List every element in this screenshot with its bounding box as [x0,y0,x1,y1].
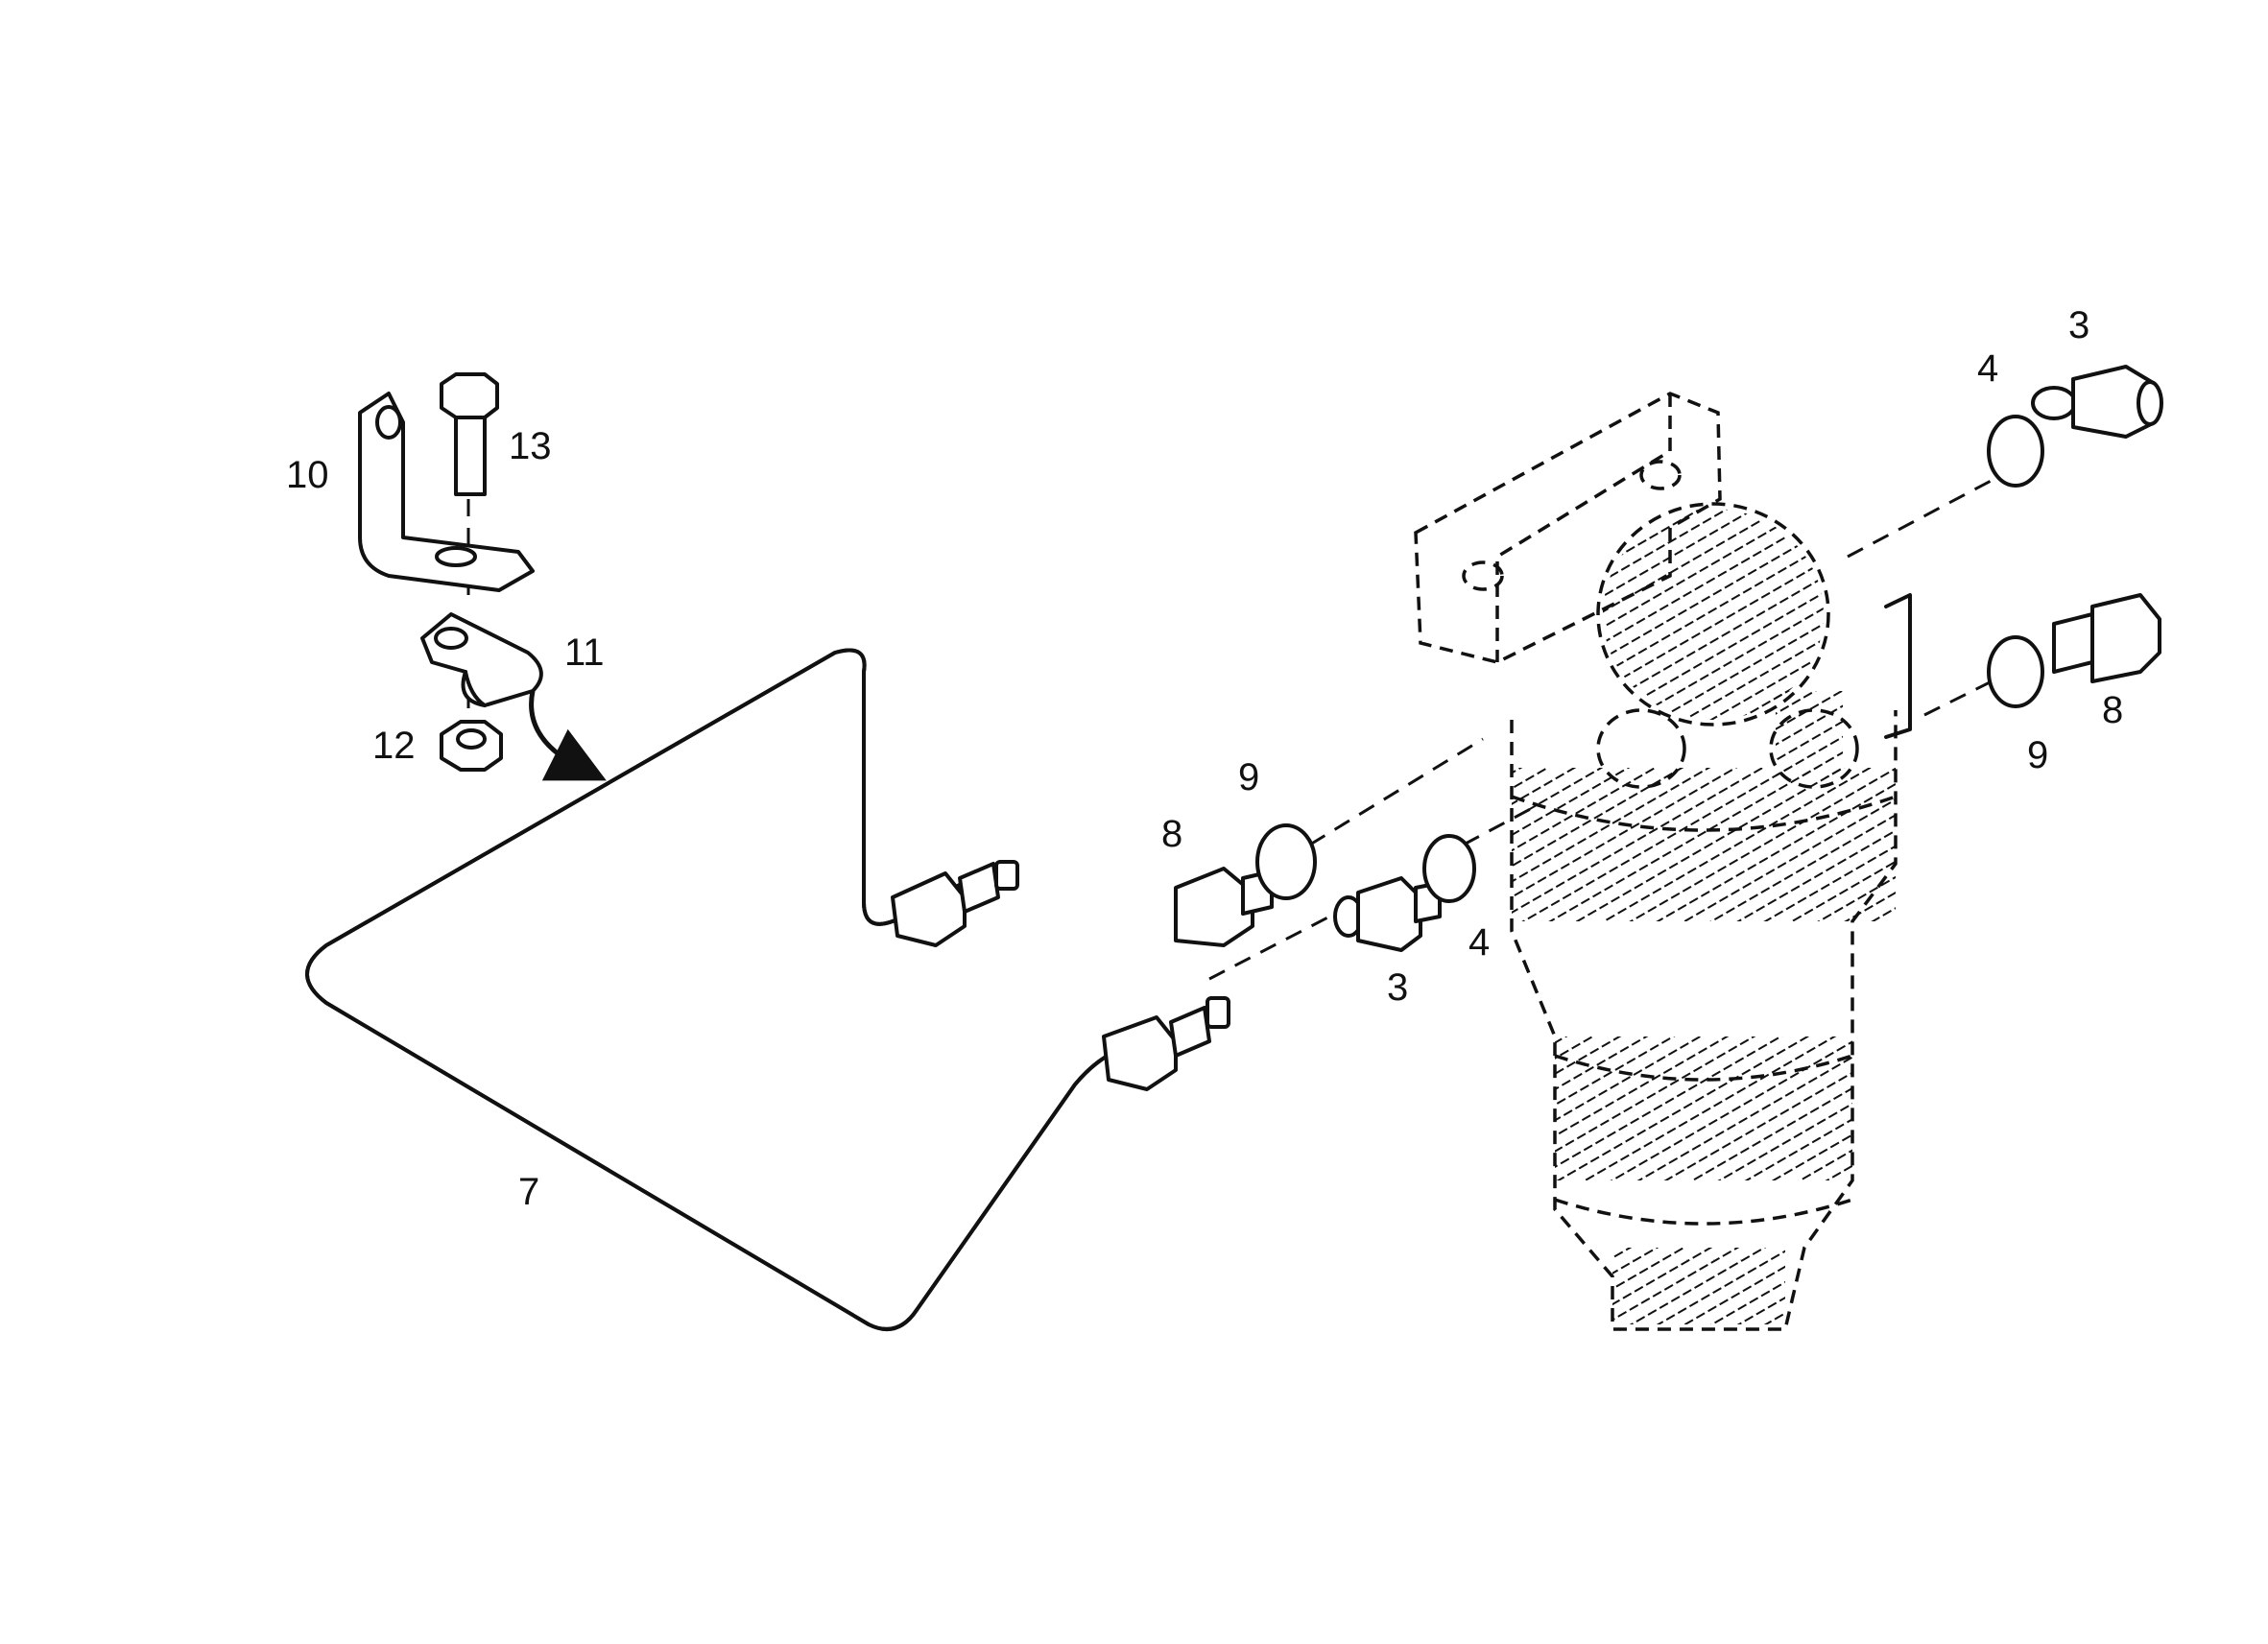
union-fitting-3-top [2031,365,2163,439]
bracket-bolt-hole-2 [1639,460,1682,490]
clamp-11 [420,612,543,707]
sealing-ring-9-mid [1255,823,1317,900]
filter-head-outline [1596,502,1830,727]
filter-mount-bracket [1414,392,1722,664]
assembly-bracket-mark [1884,593,1912,739]
sealing-ring-9-right [1987,635,2044,708]
filter-bowl-hatch-top [1512,768,1896,921]
callout-3-mid: 3 [1387,966,1408,1009]
filter-head-port-left [1596,708,1686,789]
callout-8-right: 8 [2102,689,2123,731]
sealing-ring-4-mid [1422,834,1476,903]
plug-8-mid [1174,867,1274,947]
bracket-10 [358,392,535,592]
filter-head-port-right [1769,708,1859,789]
callout-12: 12 [372,725,416,767]
fuel-filter-housing [1414,392,1912,1331]
callout-4-top: 4 [1977,347,1998,390]
filter-bowl-band-3 [1554,1198,1853,1226]
callout-3-top: 3 [2068,304,2089,346]
callout-4-mid: 4 [1468,921,1490,964]
plug-8-right [2052,593,2161,683]
callout-10: 10 [286,454,329,496]
callout-13: 13 [509,425,552,467]
nut-12 [440,720,503,772]
filter-bowl-hatch-mid [1555,1036,1852,1180]
filter-head-port-hatch [1776,691,1843,777]
union-fitting-3-mid [1333,876,1442,952]
bolt-13 [440,372,499,496]
fuel-pipe-7 [305,648,1230,1331]
filter-bowl-band-1 [1511,795,1897,832]
callout-11: 11 [564,631,605,674]
assembly-arrow [529,690,607,781]
filter-bowl-outline [1510,710,1898,1331]
sealing-ring-4-top [1987,415,2044,488]
callout-9-mid: 9 [1238,756,1259,798]
callout-8-mid: 8 [1161,813,1182,855]
bracket-bolt-hole-1 [1462,560,1504,591]
filter-head-hatch [1603,509,1824,720]
callout-9-right: 9 [2027,734,2048,776]
filter-bowl-hatch-bottom [1612,1248,1785,1324]
filter-mount-bracket-edge [1495,393,1672,662]
callout-7: 7 [518,1171,539,1213]
